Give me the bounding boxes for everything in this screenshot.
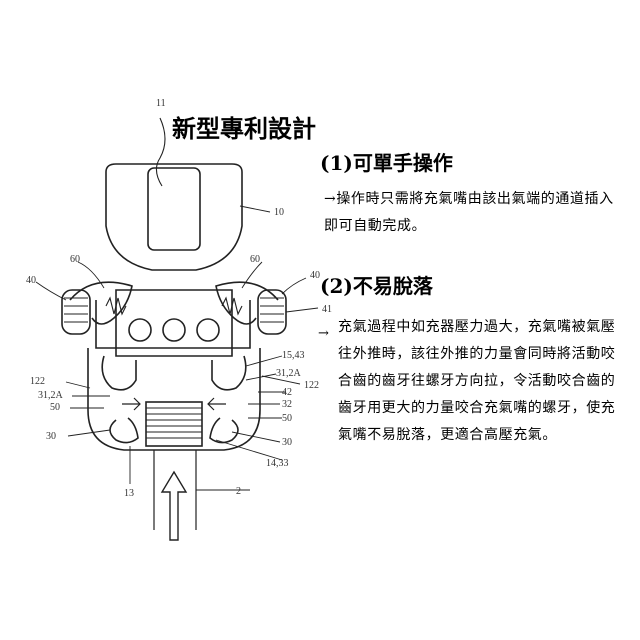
- inner-body: [115, 289, 233, 357]
- feature-2-text: 充氣過程中如充器壓力過大，充氣嘴被氣壓往外推時，該往外推的力量會同時將活動咬合齒…: [338, 319, 616, 443]
- bolt-left: [128, 318, 152, 342]
- spring-right: [221, 296, 243, 316]
- callout-40-right: 40: [310, 270, 320, 281]
- inner-arrow-left: [122, 397, 141, 411]
- seal-right: [209, 417, 239, 444]
- feature-1-heading: (1)可單手操作: [320, 151, 453, 175]
- lever-left: [69, 281, 133, 325]
- cap-body: [105, 163, 243, 271]
- cap-center-block: [147, 167, 201, 251]
- grip-left: [61, 289, 91, 335]
- callout-13: 13: [124, 488, 134, 499]
- callout-10: 10: [274, 207, 284, 218]
- callout-42: 42: [282, 387, 292, 398]
- clamp-left: [101, 355, 137, 391]
- nozzle-thread: [145, 401, 203, 447]
- housing-lower: [87, 348, 261, 451]
- callout-40-left: 40: [26, 275, 36, 286]
- grip-right: [257, 289, 287, 335]
- callout-50-right: 50: [282, 413, 292, 424]
- callout-122-left: 122: [30, 376, 45, 387]
- spring-left: [105, 296, 127, 316]
- clamp-right: [211, 355, 247, 391]
- feature-1-text: →操作時只需將充氣嘴由該出氣端的通道插入即可自動完成。: [324, 191, 614, 234]
- callout-31-2a-right: 31,2A: [276, 368, 302, 379]
- page-title: 新型專利設計: [172, 114, 316, 143]
- bolt-center: [162, 318, 186, 342]
- callout-60-right: 60: [250, 254, 260, 265]
- callout-31-2a-left: 31,2A: [38, 390, 64, 401]
- airflow-arrow: [160, 470, 188, 541]
- arrow-icon: →: [318, 326, 330, 341]
- callout-41: 41: [322, 304, 332, 315]
- feature-2-arrow-text: → 充氣過程中如充器壓力過大，充氣嘴被氣壓往外推時，該往外推的力量會同時將活動咬…: [318, 314, 624, 449]
- bolt-right: [196, 318, 220, 342]
- callout-15-43: 15,43: [282, 350, 305, 361]
- callout-122-right: 122: [304, 380, 319, 391]
- callout-60-left: 60: [70, 254, 80, 265]
- shaft-lines: [153, 450, 197, 530]
- callout-32: 32: [282, 399, 292, 410]
- lever-right: [215, 281, 279, 325]
- callout-14-33: 14,33: [266, 458, 289, 469]
- callout-2: 2: [236, 486, 241, 497]
- leader-11: [155, 117, 166, 187]
- callout-11: 11: [156, 98, 166, 109]
- feature-2-heading: (2)不易脫落: [320, 274, 433, 298]
- seal-left: [109, 417, 139, 444]
- callout-50-left: 50: [50, 402, 60, 413]
- callout-30-right: 30: [282, 437, 292, 448]
- callout-30-left: 30: [46, 431, 56, 442]
- inner-arrow-right: [207, 397, 226, 411]
